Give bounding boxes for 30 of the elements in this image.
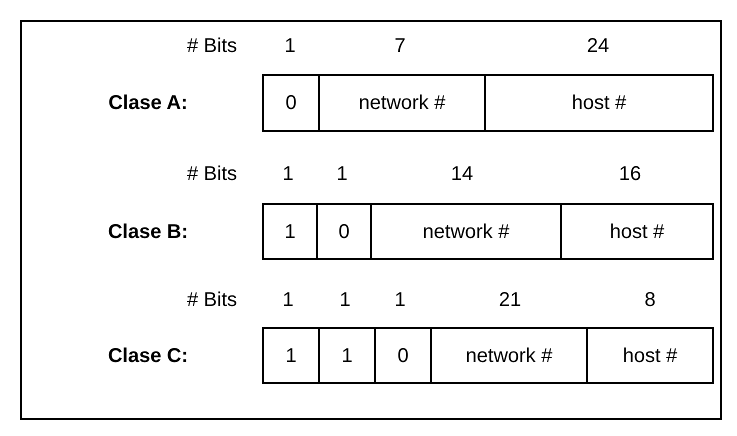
bit-count-label: 1 bbox=[284, 36, 296, 56]
bit-field-cell: 0 bbox=[316, 203, 372, 260]
bit-field-cell: 0 bbox=[374, 327, 432, 384]
bit-count-label: # Bits bbox=[186, 164, 238, 184]
bit-field-cell: 1 bbox=[262, 203, 318, 260]
bit-count-label: 1 bbox=[339, 290, 351, 310]
bit-field-cell: network # bbox=[318, 74, 486, 132]
bit-field-cell: 1 bbox=[262, 327, 320, 384]
bit-field-cell: host # bbox=[484, 74, 714, 132]
bit-count-label: 1 bbox=[282, 290, 294, 310]
bit-count-label: 8 bbox=[644, 290, 656, 310]
bit-count-label: 16 bbox=[618, 164, 642, 184]
bit-count-label: 24 bbox=[586, 36, 610, 56]
class-label: Clase C: bbox=[108, 346, 188, 366]
bit-count-label: 1 bbox=[282, 164, 294, 184]
bit-count-label: 1 bbox=[336, 164, 348, 184]
bit-count-label: 14 bbox=[450, 164, 474, 184]
bit-field-cell: host # bbox=[560, 203, 714, 260]
bit-count-label: # Bits bbox=[186, 36, 238, 56]
bit-count-label: # Bits bbox=[186, 290, 238, 310]
bit-count-label: 21 bbox=[498, 290, 522, 310]
class-label: Clase B: bbox=[108, 222, 188, 242]
bit-count-label: 7 bbox=[394, 36, 406, 56]
bit-field-cell: 0 bbox=[262, 74, 320, 132]
bit-count-label: 1 bbox=[394, 290, 406, 310]
bit-field-cell: network # bbox=[430, 327, 588, 384]
bit-field-cell: network # bbox=[370, 203, 562, 260]
class-label: Clase A: bbox=[108, 93, 188, 113]
bit-field-cell: 1 bbox=[318, 327, 376, 384]
bit-field-cell: host # bbox=[586, 327, 714, 384]
